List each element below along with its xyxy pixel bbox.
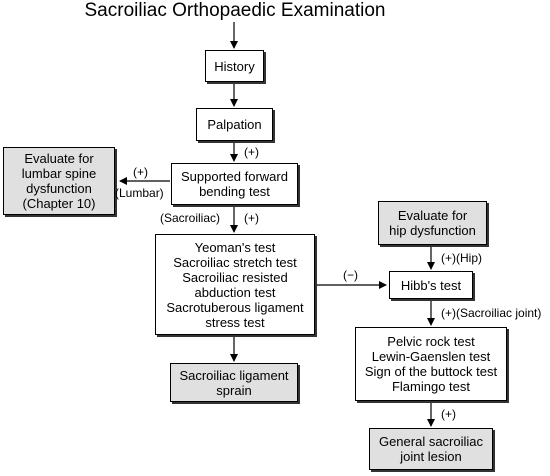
minus-label: (−) <box>343 268 358 282</box>
palpation-plus-label: (+) <box>244 145 259 159</box>
hip-label: (+)(Hip) <box>441 251 482 265</box>
sacroiliac-tests-box: Yeoman's test Sacroiliac stretch test Sa… <box>155 234 315 335</box>
general-lesion-box: General sacroiliac joint lesion <box>369 428 493 470</box>
hip-eval-box: Evaluate for hip dysfunction <box>378 201 487 245</box>
hibbs-test-box: Hibb's test <box>389 271 473 299</box>
sacroiliac-label: (Sacroiliac) <box>160 211 221 225</box>
pelvic-tests-box: Pelvic rock test Lewin-Gaenslen test Sig… <box>355 327 507 401</box>
sacroiliac-joint-label: (+)(Sacroiliac joint) <box>441 306 542 320</box>
diagram-title: Sacroiliac Orthopaedic Examination <box>84 0 386 21</box>
sacroiliac-plus-label: (+) <box>244 211 259 225</box>
supported-forward-box: Supported forward bending test <box>171 163 298 205</box>
palpation-box: Palpation <box>196 108 273 141</box>
lumbar-label: (Lumbar) <box>115 186 164 200</box>
pelvic-plus-label: (+) <box>441 407 456 421</box>
ligament-sprain-box: Sacroiliac ligament sprain <box>170 363 298 402</box>
lumbar-plus-label: (+) <box>133 165 148 179</box>
lumbar-eval-box: Evaluate for lumbar spine dysfunction (C… <box>3 147 115 215</box>
history-box: History <box>205 50 264 82</box>
